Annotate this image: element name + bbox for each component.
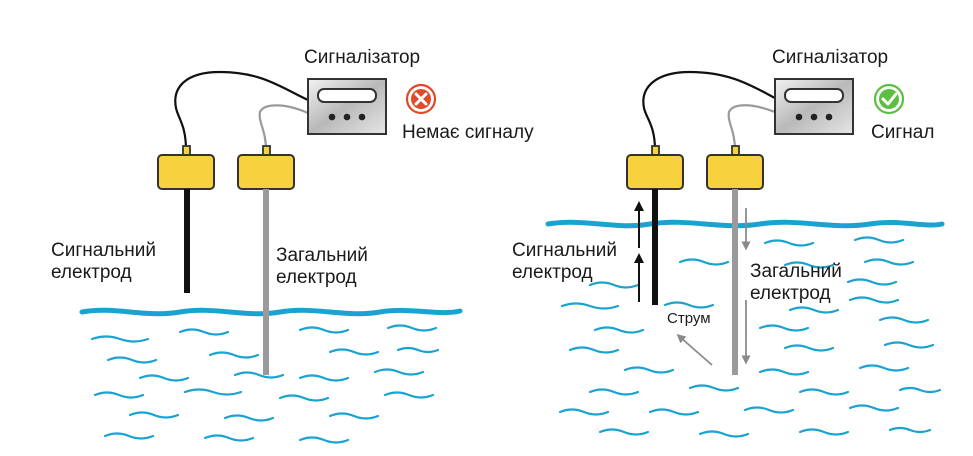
signal-cable: [642, 70, 776, 151]
water-waves: [558, 236, 942, 438]
common-electrode-label-1: Загальний: [750, 261, 842, 282]
signal-electrode-label-2: електрод: [512, 262, 593, 283]
water-surface: [545, 219, 945, 229]
signal-electrode-label-2: електрод: [51, 262, 132, 283]
signal-cable: [174, 70, 309, 151]
right-panel: Сигналізатор Сигнал Сигнальний електрод …: [512, 47, 945, 438]
left-panel: Сигналізатор Немає сигналу Сигнальний ел…: [51, 47, 534, 444]
common-cable: [727, 104, 776, 151]
device-label: Сигналізатор: [304, 47, 420, 68]
water-surface: [79, 307, 463, 317]
common-electrode-label-2: електрод: [750, 283, 831, 304]
common-cable: [258, 104, 309, 151]
common-electrode-label-1: Загальний: [276, 245, 368, 266]
current-label: Струм: [667, 310, 711, 327]
device-label: Сигналізатор: [772, 47, 888, 68]
signal-electrode: [157, 145, 215, 293]
current-arrow-diagonal: [676, 334, 713, 366]
common-electrode-label-2: електрод: [276, 267, 357, 288]
water-waves: [90, 324, 440, 444]
common-electrode: [237, 145, 295, 375]
signal-electrode: [626, 145, 684, 305]
cross-icon: [405, 83, 437, 115]
signaling-device: [307, 78, 387, 135]
status-text: Немає сигналу: [402, 122, 534, 143]
signal-electrode-label-1: Сигнальний: [51, 240, 156, 261]
common-electrode: [706, 145, 764, 375]
check-icon: [873, 83, 905, 115]
signaling-device: [774, 78, 854, 135]
status-text: Сигнал: [871, 122, 934, 143]
signal-electrode-label-1: Сигнальний: [512, 240, 617, 261]
